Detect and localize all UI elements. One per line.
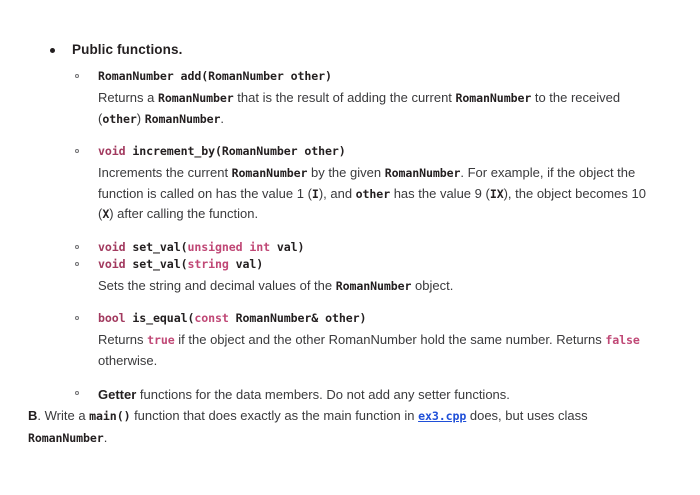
text-run: does, but uses class — [466, 408, 588, 423]
text-run: function that does exactly as the main f… — [130, 408, 419, 423]
list-item-function-set-val-unsigned-int: void set_val(unsigned int val) — [72, 239, 672, 256]
inline-code: RomanNumber — [28, 431, 104, 445]
inline-code: X — [102, 207, 110, 221]
inline-code: RomanNumber — [455, 91, 532, 105]
text-run: to the received ( — [98, 90, 621, 126]
text-run: val) — [228, 256, 264, 271]
bullet-circle-icon — [75, 316, 79, 320]
keyword-type: void — [98, 256, 126, 271]
text-run: ) after calling the function. — [109, 206, 259, 221]
description-set-val: Sets the string and decimal values of th… — [98, 276, 658, 297]
list-item-getter-functions: Getter functions for the data members. D… — [72, 385, 672, 406]
text-run: by the given — [307, 165, 385, 180]
bullet-circle-icon — [75, 261, 79, 266]
section-heading: Public functions. — [72, 42, 183, 57]
signature-set-val-string: void set_val(string val) — [98, 256, 672, 273]
inline-code: other — [355, 186, 391, 201]
text-run: . — [220, 110, 225, 126]
text-run: . Write a — [37, 408, 90, 423]
text-run: set_val( — [125, 239, 188, 254]
inline-code: main() — [89, 409, 131, 423]
description-is-equal: Returns true if the object and the other… — [98, 330, 658, 371]
keyword-type: void — [98, 144, 126, 158]
bold-text: Getter — [98, 387, 137, 402]
public-functions-list: Public functions. RomanNumber add(RomanN… — [46, 42, 666, 406]
inline-code: RomanNumber — [157, 91, 234, 105]
inline-code: IX — [489, 186, 504, 201]
text-run: . — [103, 430, 108, 445]
text-run: ), and — [318, 185, 356, 201]
keyword-qualifier: const — [194, 311, 229, 325]
text-run: RomanNumber& other) — [228, 311, 367, 325]
description-getters: Getter functions for the data members. D… — [98, 385, 658, 406]
keyword-type: bool — [98, 311, 126, 325]
list-item-function-is-equal: bool is_equal(const RomanNumber& other) … — [72, 310, 672, 371]
part-label: B — [28, 408, 38, 423]
description-increment-by: Increments the current RomanNumber by th… — [98, 163, 658, 225]
inline-code: RomanNumber — [144, 111, 221, 126]
text-run: that is the result of adding the current — [233, 90, 456, 105]
keyword-type: void — [98, 239, 126, 254]
inline-code-literal: true — [147, 333, 175, 347]
file-link[interactable]: ex3.cpp — [418, 409, 467, 423]
text-run: ) — [136, 110, 145, 126]
text-run: ), the object becomes 10 ( — [98, 185, 646, 222]
inline-code: other — [102, 111, 137, 126]
text-run: val) — [270, 239, 305, 254]
bullet-circle-icon — [75, 244, 79, 249]
text-run: if the object and the other RomanNumber … — [174, 332, 606, 347]
text-run: . For example, if the object the functio… — [98, 165, 636, 201]
list-item-function-add: RomanNumber add(RomanNumber other) Retur… — [72, 68, 672, 129]
signature-increment-by: void increment_by(RomanNumber other) — [98, 143, 672, 160]
function-list: RomanNumber add(RomanNumber other) Retur… — [72, 68, 672, 406]
description-add: Returns a RomanNumber that is the result… — [98, 88, 658, 129]
text-run: Returns a — [98, 90, 158, 105]
signature-set-val-unsigned-int: void set_val(unsigned int val) — [98, 239, 672, 256]
inline-code: I — [311, 186, 319, 201]
text-run: Returns — [98, 332, 148, 347]
keyword-qualifier: string — [187, 256, 229, 271]
bullet-circle-icon — [75, 74, 79, 78]
inline-code-literal: false — [605, 333, 640, 347]
bullet-circle-icon — [75, 149, 79, 153]
text-run: increment_by(RomanNumber other) — [125, 144, 346, 158]
inline-code: RomanNumber — [231, 166, 308, 180]
text-run: functions for the data members. Do not a… — [136, 387, 510, 402]
inline-code: RomanNumber — [384, 166, 461, 180]
text-run: Sets the string and decimal values of th… — [98, 277, 336, 293]
bullet-circle-icon — [75, 391, 79, 395]
list-item-public-functions: Public functions. RomanNumber add(RomanN… — [46, 42, 666, 406]
tail-paragraph: B. Write a main() function that does exa… — [28, 405, 668, 449]
signature-add: RomanNumber add(RomanNumber other) — [98, 68, 672, 85]
keyword-qualifier: unsigned int — [187, 239, 271, 254]
text-run: Increments the current — [98, 165, 232, 180]
bullet-disc-icon — [50, 48, 55, 53]
text-run: object. — [411, 277, 454, 293]
text-run: otherwise. — [98, 352, 158, 368]
signature-is-equal: bool is_equal(const RomanNumber& other) — [98, 310, 672, 327]
text-run: set_val( — [125, 256, 188, 271]
text-run: has the value 9 ( — [390, 185, 490, 201]
inline-code: RomanNumber — [335, 278, 412, 293]
text-run: is_equal( — [125, 311, 195, 325]
text-run: RomanNumber add(RomanNumber other) — [98, 69, 332, 83]
list-item-function-increment-by: void increment_by(RomanNumber other) Inc… — [72, 143, 672, 225]
list-item-function-set-val-string: void set_val(string val) Sets the string… — [72, 256, 672, 297]
